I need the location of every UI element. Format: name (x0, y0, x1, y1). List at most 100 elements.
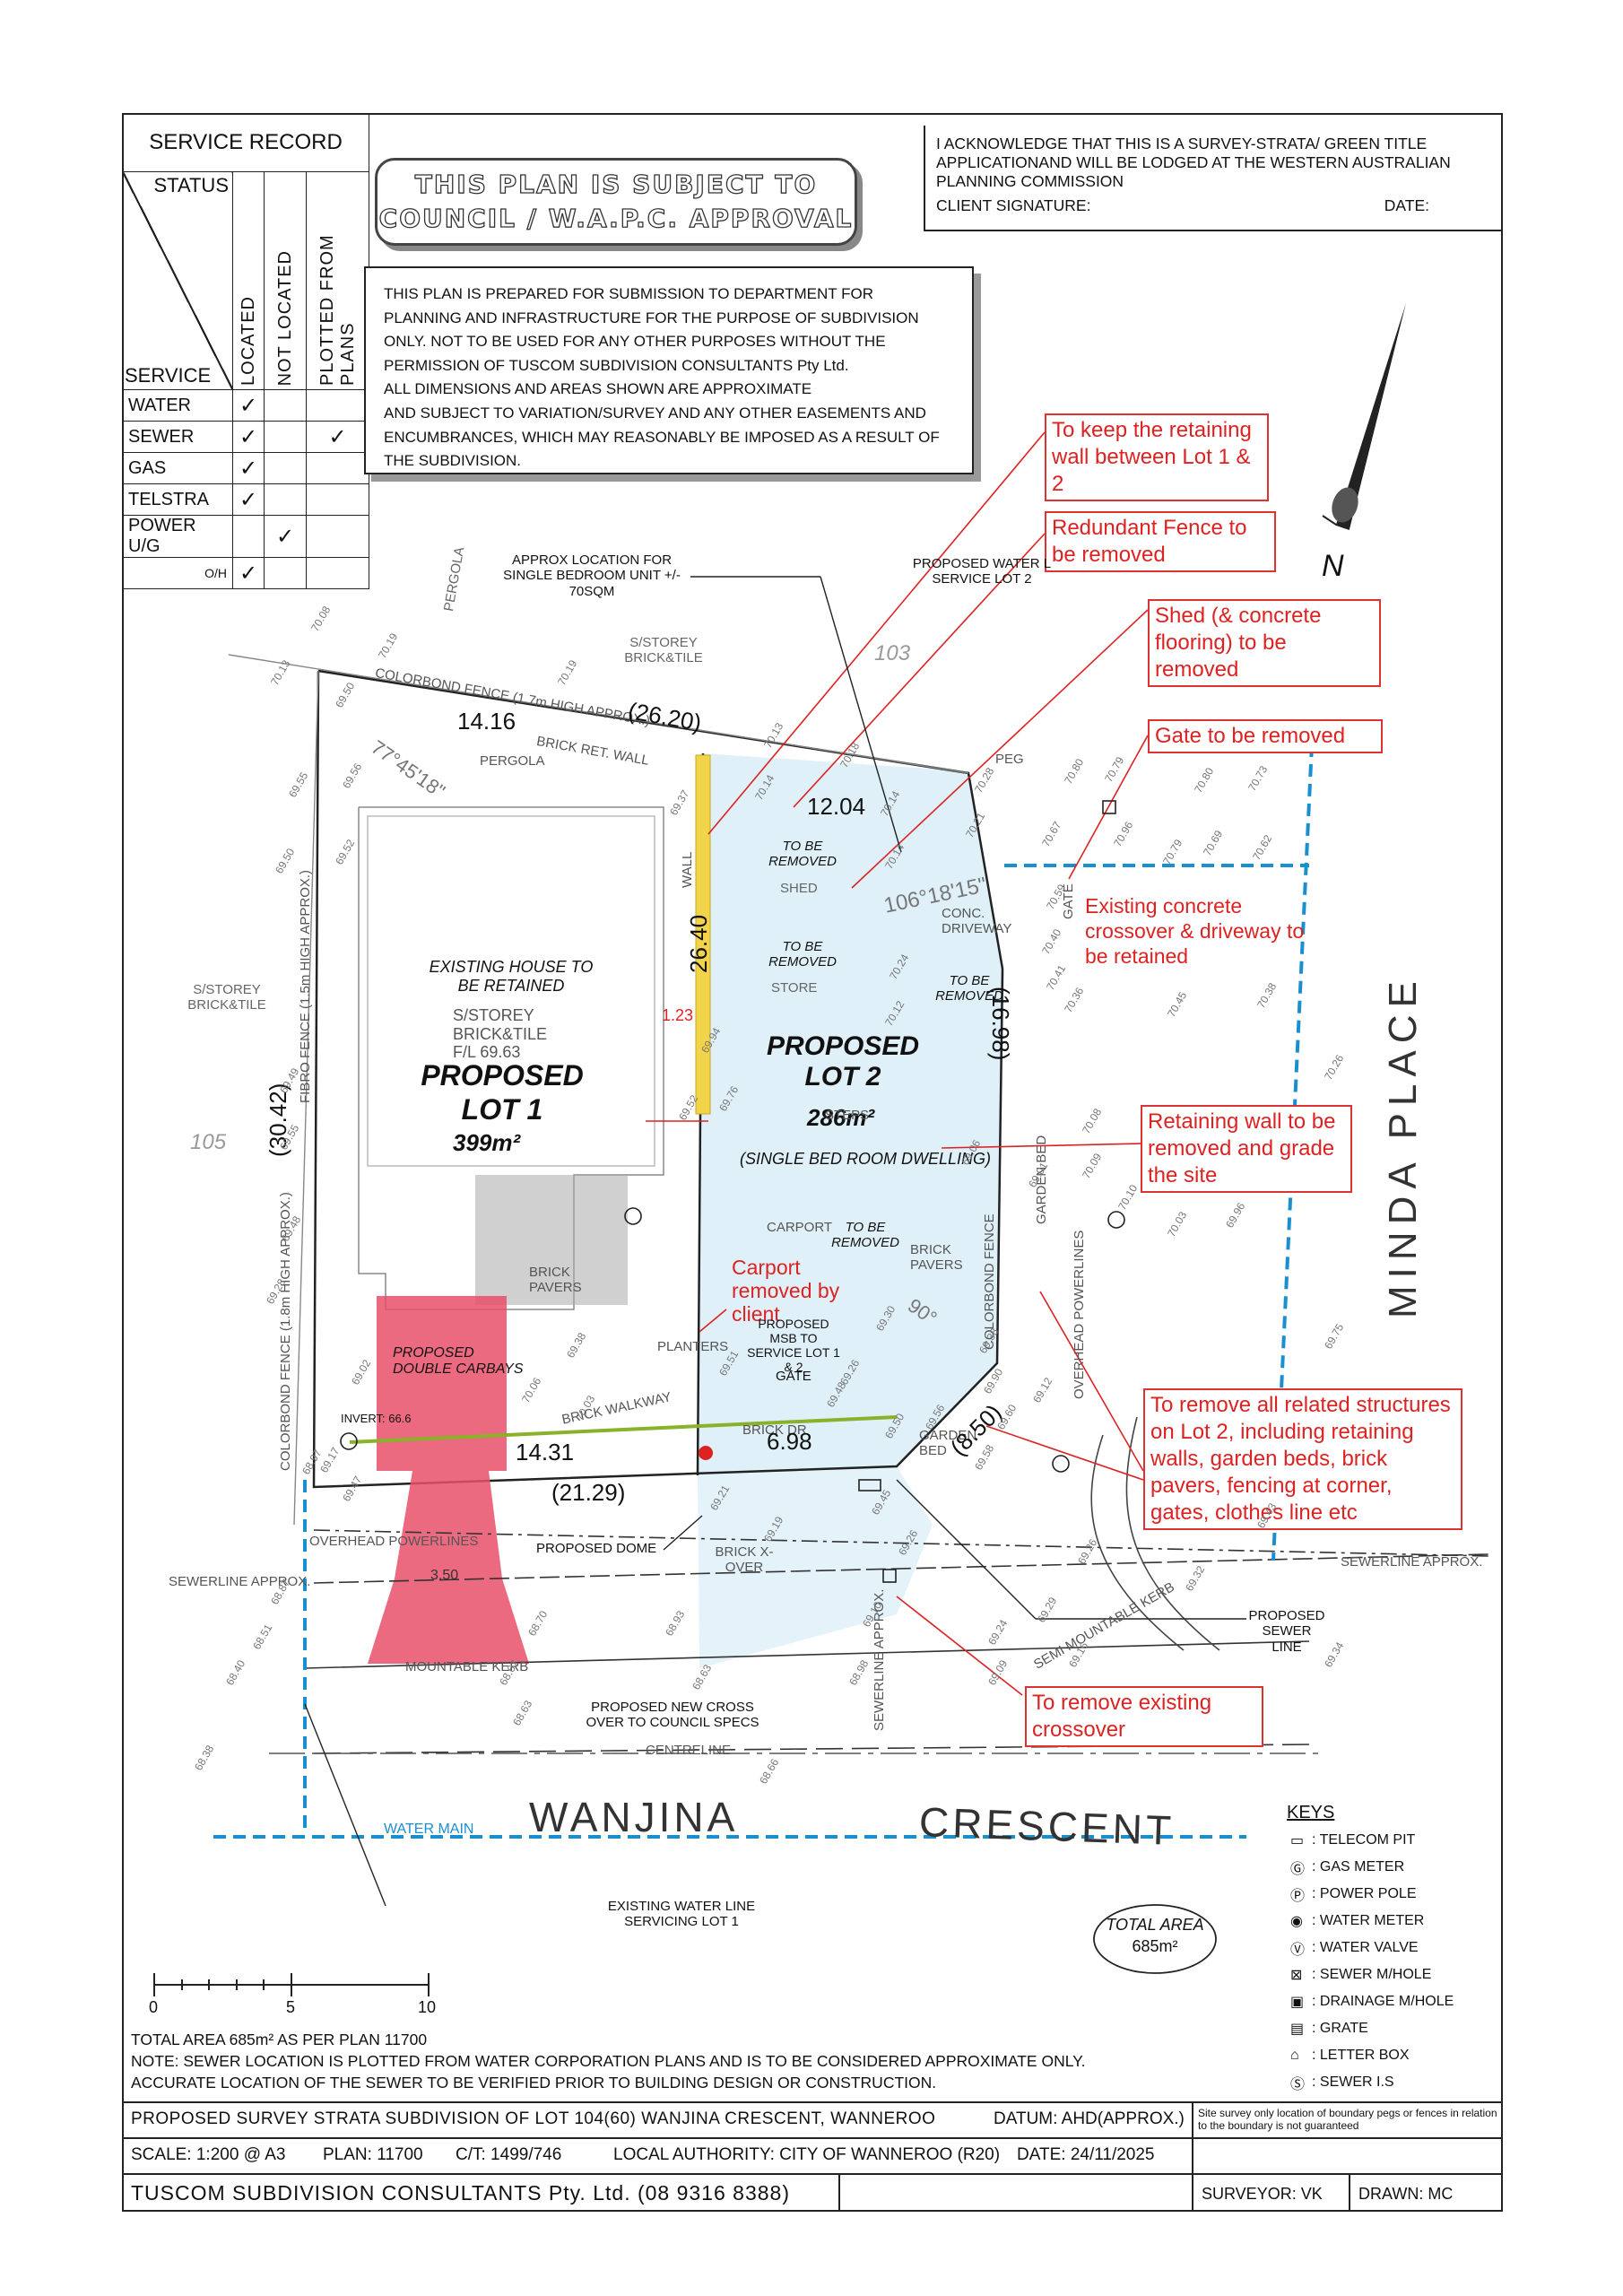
label-water-main: WATER MAIN (384, 1822, 474, 1837)
dim-21-29: (21.29) (551, 1479, 626, 1506)
label-garden-bed: GARDEN BED (919, 1428, 977, 1459)
power-pole-icon: Ⓟ (1290, 1889, 1306, 1904)
label-steps: STEPS (825, 1108, 870, 1123)
title-authority: LOCAL AUTHORITY: CITY OF WANNEROO (R20) (613, 2145, 1001, 2164)
service-label: SERVICE (125, 364, 212, 387)
keys-legend: KEYS ▭: TELECOM PIT Ⓖ: GAS METER Ⓟ: POWE… (1287, 1803, 1457, 2096)
prep-line: PLANNING AND INFRASTRUCTURE FOR THE PURP… (384, 309, 919, 326)
note-accurate: ACCURATE LOCATION OF THE SEWER TO BE VER… (131, 2074, 937, 2092)
title-date: DATE: 24/11/2025 (1017, 2145, 1155, 2164)
annotation-gate: Gate to be removed (1148, 719, 1383, 753)
title-datum: DATUM: AHD(APPROX.) (994, 2109, 1185, 2128)
note-total-area: TOTAL AREA 685m² AS PER PLAN 11700 (131, 2031, 428, 2048)
table-row: SEWER✓✓ (122, 421, 369, 453)
label-invert: INVERT: 66.6 (341, 1412, 412, 1425)
title-scale: SCALE: 1:200 @ A3 (131, 2145, 286, 2164)
service-record-title: SERVICE RECORD (122, 113, 369, 172)
title-drawn: DRAWN: MC (1358, 2185, 1454, 2203)
street-minda-place: MINDA PLACE (1381, 974, 1425, 1318)
label-pergola-2: PERGOLA (480, 753, 545, 769)
carbay-crossover (368, 1471, 529, 1664)
status-label: STATUS (153, 174, 229, 196)
label-existing-water-line: EXISTING WATER LINE SERVICING LOT 1 (607, 1899, 756, 1930)
title-surveyor: SURVEYOR: VK (1202, 2185, 1323, 2203)
dim-1-23: 1.23 (662, 1006, 694, 1024)
sewer-manhole-icon: ⊠ (1290, 1968, 1303, 1983)
label-sewerline-left: SEWERLINE APPROX. (169, 1574, 311, 1589)
notes: TOTAL AREA 685m² AS PER PLAN 11700 NOTE:… (131, 2029, 1085, 2093)
label-conc-driveway: CONC. DRIVEWAY (942, 906, 1012, 937)
label-gate: GATE (776, 1369, 812, 1384)
list-item: Ⓢ: SEWER I.S (1287, 2069, 1457, 2096)
grate-icon: ▤ (1290, 2022, 1305, 2037)
client-signature-label: CLIENT SIGNATURE: (936, 196, 1091, 214)
label-to-be-removed-carport: TO BE REMOVED (831, 1220, 899, 1251)
lot2-name: PROPOSED LOT 2 (766, 1031, 920, 1091)
lot2-verge (698, 1466, 933, 1668)
street-wanjina: WANJINA (529, 1794, 739, 1840)
annotation-shed: Shed (& concrete flooring) to be removed (1148, 599, 1381, 687)
label-shed: SHED (780, 881, 818, 896)
prep-line: PERMISSION OF TUSCOM SUBDIVISION CONSULT… (384, 356, 849, 374)
stamp-line-1: THIS PLAN IS SUBJECT TO (414, 169, 818, 199)
letter-box-icon: ⌂ (1290, 2048, 1299, 2063)
prep-line: THE SUBDIVISION. (384, 452, 522, 470)
lot2-area: 286m² (807, 1104, 875, 1131)
list-item: ⊠: SEWER M/HOLE (1287, 1961, 1457, 1988)
service-record-table: SERVICE RECORD STATUS SERVICE LOCATED NO… (122, 113, 369, 589)
annotation-retaining-wall: Retaining wall to be removed and grade t… (1141, 1105, 1352, 1193)
title-company: TUSCOM SUBDIVISION CONSULTANTS Pty. Ltd.… (131, 2181, 790, 2205)
lot1-name: PROPOSED LOT 1 (421, 1059, 584, 1126)
label-proposed-carbays: PROPOSED DOUBLE CARBAYS (393, 1345, 524, 1378)
label-brick-pavers-2: BRICK PAVERS (529, 1265, 582, 1296)
table-row: POWER U/G✓ (122, 515, 369, 558)
preparation-note: THIS PLAN IS PREPARED FOR SUBMISSION TO … (364, 266, 974, 474)
table-row: WATER✓ (122, 389, 369, 422)
prep-line: ONLY. NOT TO BE USED FOR ANY OTHER PURPO… (384, 333, 886, 351)
label-to-be-removed-shed: TO BE REMOVED (768, 839, 837, 870)
annotation-carport: Carport removed by client (732, 1256, 840, 1326)
title-description: PROPOSED SURVEY STRATA SUBDIVISION OF LO… (131, 2109, 936, 2128)
approval-stamp: THIS PLAN IS SUBJECT TO COUNCIL / W.A.P.… (375, 158, 857, 246)
list-item: ▭: TELECOM PIT (1287, 1827, 1457, 1854)
keys-table: ▭: TELECOM PIT Ⓖ: GAS METER Ⓟ: POWER POL… (1287, 1827, 1457, 2096)
gas-meter-icon: Ⓖ (1290, 1862, 1306, 1877)
retained-wall (695, 754, 711, 1115)
sewer-is-icon: Ⓢ (1290, 2077, 1306, 2092)
water-meter-icon: ◉ (1290, 1914, 1303, 1929)
lot2-use: (SINGLE BED ROOM DWELLING) (740, 1150, 992, 1168)
list-item: ▤: GRATE (1287, 2015, 1457, 2042)
label-fibro-fence: FIBRO FENCE (1.5m HIGH APPROX.) (298, 869, 313, 1103)
lot1-area: 399m² (453, 1129, 521, 1156)
label-proposed-sewer-line: PROPOSED SEWER LINE (1248, 1608, 1325, 1655)
dim-3-50: 3.50 (430, 1568, 459, 1583)
total-area-value: 685m² (1132, 1937, 1178, 1955)
label-to-be-removed-3: TO BE REMOVED (935, 973, 1003, 1004)
label-mountable-kerb: MOUNTABLE KERB (405, 1659, 529, 1674)
label-peg: PEG (995, 752, 1024, 767)
label-store: STORE (771, 980, 818, 996)
lot2-area (698, 753, 1004, 1475)
total-area-title: TOTAL AREA (1106, 1916, 1204, 1934)
label-neighbour-103: 103 (874, 641, 911, 665)
label-carport: CARPORT (767, 1220, 833, 1235)
label-wall: WALL (680, 851, 695, 888)
telecom-pit-icon: ▭ (1290, 1833, 1305, 1848)
keys-title: KEYS (1287, 1803, 1335, 1822)
label-brick-pavers: BRICK PAVERS (910, 1242, 963, 1274)
prep-line: AND SUBJECT TO VARIATION/SURVEY AND ANY … (384, 404, 926, 422)
label-overhead-powerlines: OVERHEAD POWERLINES (309, 1534, 479, 1549)
label-neighbour-105: 105 (190, 1130, 227, 1154)
prep-line: ALL DIMENSIONS AND AREAS SHOWN ARE APPRO… (384, 380, 812, 398)
dim-14-16: 14.16 (457, 708, 516, 735)
annotation-remove-structures: To remove all related structures on Lot … (1143, 1388, 1462, 1530)
list-item: Ⓖ: GAS METER (1287, 1854, 1457, 1881)
table-row: TELSTRA✓ (122, 483, 369, 516)
dim-12-04: 12.04 (807, 793, 866, 820)
dim-26-40: 26.40 (685, 914, 712, 973)
label-proposed-new-crossover: PROPOSED NEW CROSS OVER TO COUNCIL SPECS (586, 1700, 759, 1731)
label-s-storey-left: S/STOREY BRICK&TILE (187, 982, 266, 1013)
prep-line: ENCUMBRANCES, WHICH MAY REASONABLY BE IM… (384, 428, 940, 446)
acknowledgement-text: I ACKNOWLEDGE THAT THIS IS A SURVEY-STRA… (936, 135, 1451, 190)
